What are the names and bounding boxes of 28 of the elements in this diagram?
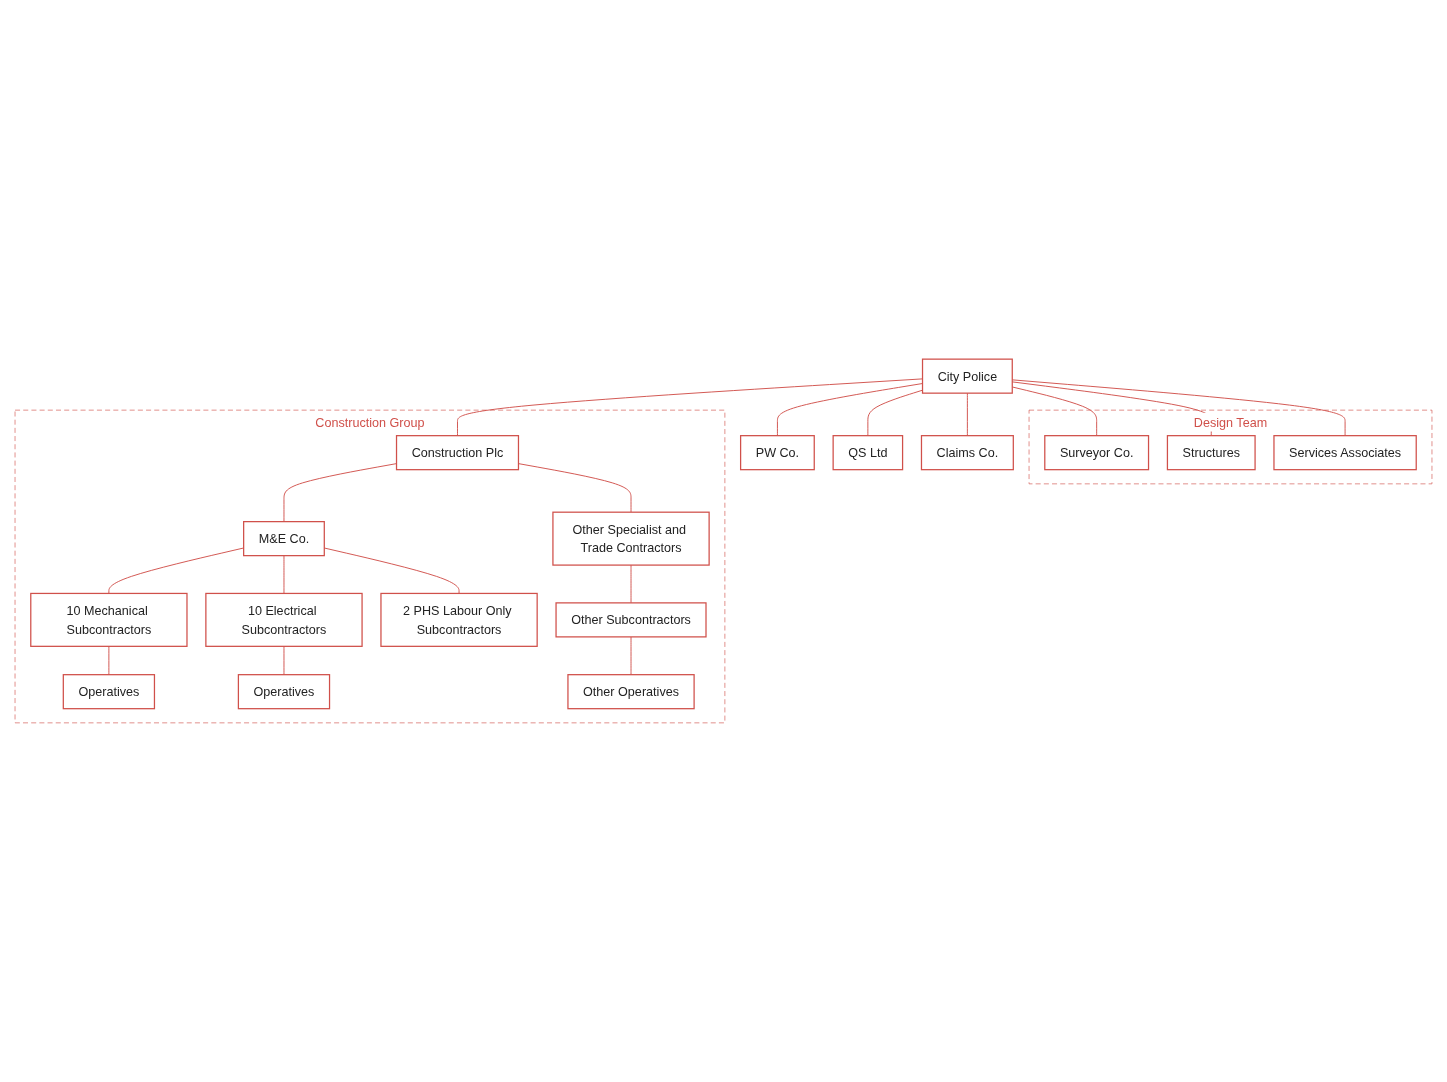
node-box: Surveyor Co.	[1044, 435, 1150, 471]
node-box: City Police	[921, 358, 1013, 394]
node-box: 10 Mechanical Subcontractors	[30, 592, 188, 647]
connector	[457, 378, 923, 437]
node-box: Other Operatives	[567, 674, 695, 710]
connector	[776, 383, 923, 437]
node-box: PW Co.	[740, 435, 815, 471]
connector	[283, 463, 397, 523]
node-box: 2 PHS Labour Only Subcontractors	[380, 592, 538, 647]
connector	[108, 645, 110, 676]
connector	[283, 555, 285, 594]
node-box: Other Specialist and Trade Contractors	[552, 511, 710, 566]
node-box: Other Subcontractors	[555, 602, 707, 638]
node-box: M&E Co.	[243, 521, 325, 557]
connector	[630, 636, 632, 676]
node-box: QS Ltd	[832, 435, 904, 471]
node-box: Services Associates	[1273, 435, 1417, 471]
node-box: Construction Plc	[395, 435, 520, 471]
connector	[630, 564, 632, 604]
node-box: Operatives	[62, 674, 156, 710]
connector	[518, 463, 632, 513]
node-box: 10 Electrical Subcontractors	[205, 592, 363, 647]
node-box: Operatives	[237, 674, 331, 710]
connector	[867, 389, 923, 437]
connector	[283, 645, 285, 676]
connector	[966, 392, 968, 437]
node-box: Claims Co.	[920, 435, 1014, 471]
node-box: Structures	[1166, 435, 1256, 471]
